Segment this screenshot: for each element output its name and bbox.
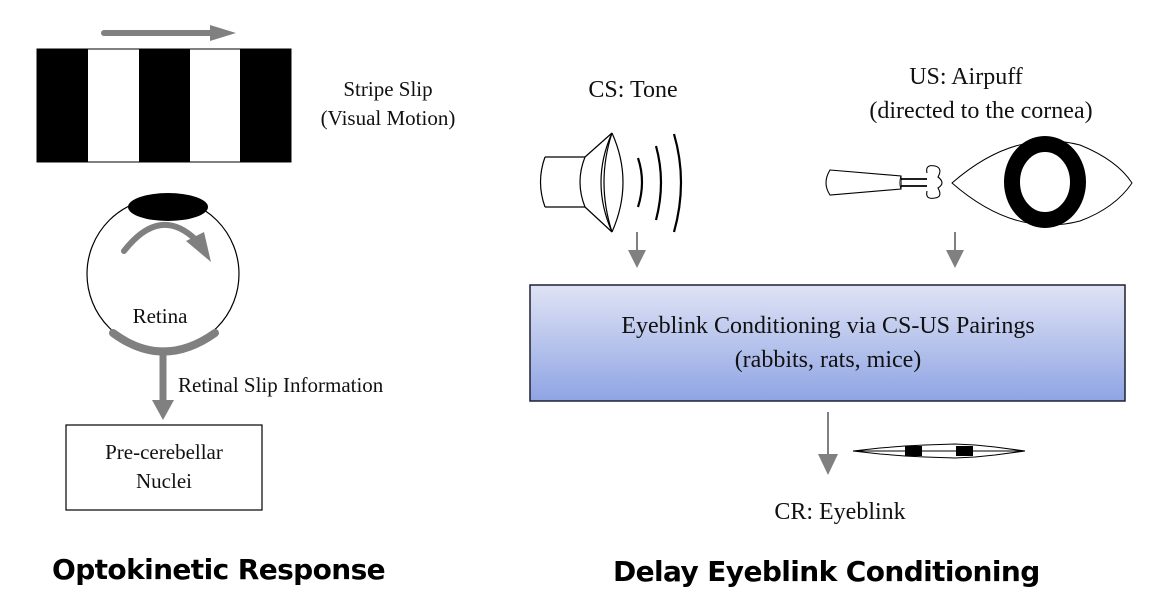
- pre-cerebellar-nuclei-box: Pre-cerebellar Nuclei: [65, 424, 263, 511]
- open-eye-icon: [951, 136, 1133, 228]
- stripe-white: [88, 49, 139, 162]
- conditioning-label-line1: Eyeblink Conditioning via CS-US Pairings: [621, 313, 1034, 339]
- stripe-black: [139, 49, 190, 162]
- cr-down-arrow-icon: [818, 412, 838, 475]
- eyeblink-panel: CS: Tone US: Airpuff (directed to the co…: [529, 64, 1133, 588]
- stripe-slip-label: Stripe Slip: [343, 77, 432, 101]
- rotation-arrow-icon: [121, 221, 211, 262]
- stripe-white: [190, 49, 240, 162]
- stripe-grating: [36, 48, 292, 163]
- stripe-black: [37, 49, 88, 162]
- motion-arrow-icon: [101, 25, 236, 41]
- nuclei-label-line1: Pre-cerebellar: [105, 440, 223, 464]
- us-cornea-label: (directed to the cornea): [869, 98, 1092, 124]
- airpuff-nozzle-icon: [825, 165, 943, 199]
- optokinetic-panel: Stripe Slip (Visual Motion) Retina Retin…: [36, 25, 456, 586]
- eyeblink-title: Delay Eyeblink Conditioning: [613, 555, 1040, 588]
- conditioning-box: Eyeblink Conditioning via CS-US Pairings…: [529, 284, 1126, 402]
- retinal-slip-label: Retinal Slip Information: [178, 373, 384, 397]
- sound-waves-icon: [636, 133, 683, 233]
- pupil-lens: [128, 193, 208, 221]
- optokinetic-title: Optokinetic Response: [52, 553, 385, 586]
- closed-eye-icon: [852, 443, 1026, 459]
- conditioning-label-line2: (rabbits, rats, mice): [735, 347, 922, 373]
- eyeball-icon: [86, 193, 240, 356]
- cr-eyeblink-label: CR: Eyeblink: [774, 499, 905, 525]
- us-down-arrow-icon: [946, 232, 964, 268]
- retinal-slip-arrow-icon: [152, 352, 174, 420]
- speaker-icon: [539, 132, 624, 233]
- nuclei-label-line2: Nuclei: [136, 469, 192, 493]
- stripe-black: [240, 49, 291, 162]
- visual-motion-label: (Visual Motion): [321, 106, 456, 130]
- us-airpuff-label: US: Airpuff: [909, 64, 1023, 90]
- retina-arc: [109, 329, 219, 356]
- retina-label: Retina: [133, 304, 188, 328]
- cs-down-arrow-icon: [628, 232, 646, 268]
- cs-tone-label: CS: Tone: [588, 77, 677, 103]
